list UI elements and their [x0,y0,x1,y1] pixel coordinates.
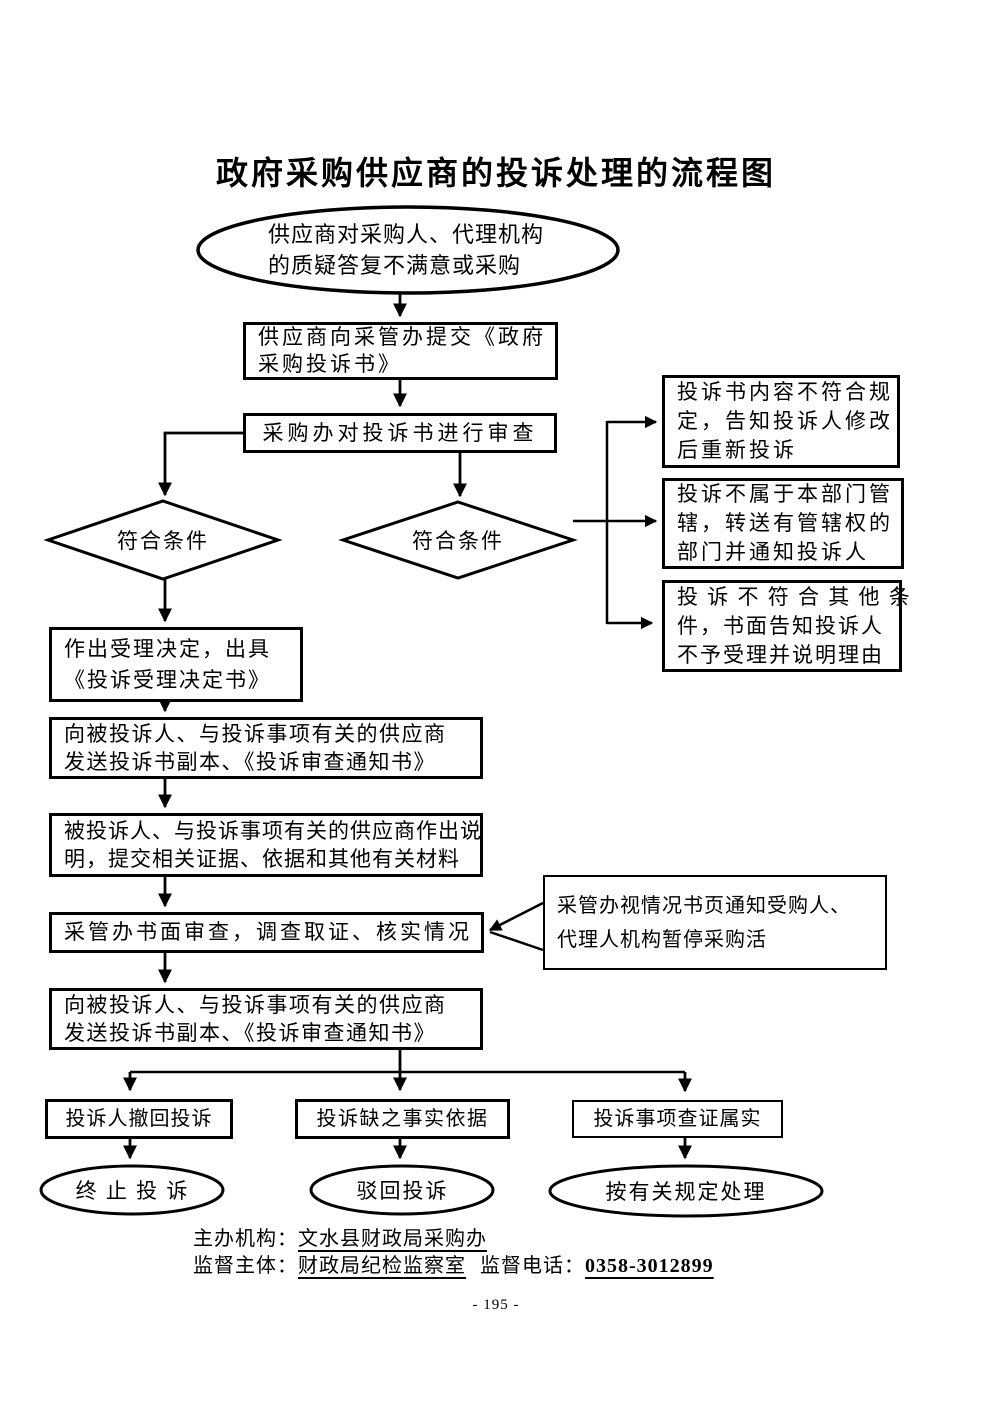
right-diamond-shape [338,500,578,580]
terminate-ellipse-text: 终 止 投 诉 [75,1179,190,1203]
respond-box-line2: 明，提交相关证据、依据和其他有关材料 [64,847,460,871]
send-copy-box-2-line1: 向被投诉人、与投诉事项有关的供应商 [64,993,447,1017]
send-copy-box-2: 向被投诉人、与投诉事项有关的供应商 发送投诉书副本、《投诉审查通知书》 [49,988,483,1050]
terminate-ellipse-shape [39,1164,225,1216]
submit-box: 供应商向采管办提交《政府 采购投诉书》 [243,322,558,380]
investigate-box: 采管办书面审查，调查取证、核实情况 [49,912,484,953]
respond-box: 被投诉人、与投诉事项有关的供应商作出说 明，提交相关证据、依据和其他有关材料 [49,813,483,877]
send-copy-box-1-line2: 发送投诉书副本、《投诉审查通知书》 [64,750,436,774]
page-title: 政府采购供应商的投诉处理的流程图 [215,155,776,191]
callout-wedge-upper [488,901,544,932]
start-ellipse-line2: 的质疑答复不满意或采购 [268,253,522,278]
reject-box-3: 投 诉 不 符 合 其 他 条 件，书面告知投诉人 不予受理并说明理由 [662,580,912,672]
supervisor-label: 监督主体： [193,1255,298,1277]
page-number: - 195 - [472,1297,520,1313]
suspend-note-line2: 代理人机构暂停采购活 [557,928,767,951]
reject-box-1-line3: 后重新投诉 [677,438,797,462]
reject-box-2-line1: 投诉不属于本部门管 [677,482,893,506]
connector-review-to-left-diamond [158,431,243,497]
supervisor-value: 财政局纪检监察室 [298,1255,466,1277]
left-diamond: 符合条件 [48,501,278,579]
review-box-text: 采购办对投诉书进行审查 [262,420,538,445]
footer-supervisor: 监督主体：财政局纪检监察室监督电话：0358-3012899 [193,1249,714,1278]
submit-box-line1: 供应商向采管办提交《政府 [258,325,546,349]
right-diamond-text: 符合条件 [412,529,504,553]
start-ellipse-line1: 供应商对采购人、代理机构 [268,222,545,247]
reject-box-3-line3: 不予受理并说明理由 [677,642,884,667]
phone-value: 0358-3012899 [585,1255,714,1277]
right-diamond: 符合条件 [343,502,573,578]
send-copy-box-1-line1: 向被投诉人、与投诉事项有关的供应商 [64,722,447,746]
no-facts-box: 投诉缺之事实依据 [295,1099,510,1139]
terminate-ellipse: 终 止 投 诉 [42,1167,223,1213]
left-diamond-text: 符合条件 [117,529,209,553]
dismiss-ellipse-shape [309,1164,495,1216]
reject-box-1-line2: 定，告知投诉人修改 [677,409,893,433]
reject-box-2: 投诉不属于本部门管 辖，转送有管辖权的 部门并通知投诉人 [662,478,904,569]
send-copy-box-1: 向被投诉人、与投诉事项有关的供应商 发送投诉书副本、《投诉审查通知书》 [49,717,483,779]
accept-box-line1: 作出受理决定，出具 [64,636,271,661]
reject-box-2-line3: 部门并通知投诉人 [677,540,869,564]
accept-box-line2: 《投诉受理决定书》 [64,667,271,692]
start-ellipse-shape [196,205,620,295]
organizer-label: 主办机构： [193,1228,298,1250]
left-diamond-shape [43,499,283,581]
accept-box: 作出受理决定，出具 《投诉受理决定书》 [49,627,303,702]
start-ellipse: 供应商对采购人、代理机构 的质疑答复不满意或采购 [198,208,618,292]
handle-ellipse-shape [548,1164,824,1218]
submit-box-line2: 采购投诉书》 [258,352,402,376]
phone-label: 监督电话： [480,1255,585,1277]
reject-box-1-line1: 投诉书内容不符合规 [677,380,893,404]
reject-box-3-line1: 投 诉 不 符 合 其 他 条 [677,584,912,609]
investigate-box-text: 采管办书面审查，调查取证、核实情况 [64,920,472,944]
reject-box-2-line2: 辖，转送有管辖权的 [677,511,893,535]
organizer-value: 文水县财政局采购办 [298,1228,487,1250]
reject-box-1: 投诉书内容不符合规 定，告知投诉人修改 后重新投诉 [662,375,900,468]
dismiss-ellipse-text: 驳回投诉 [356,1179,449,1203]
send-copy-box-2-line2: 发送投诉书副本、《投诉审查通知书》 [64,1021,436,1045]
withdraw-box: 投诉人撤回投诉 [45,1099,233,1139]
footer-organizer: 主办机构：文水县财政局采购办 [193,1222,487,1251]
handle-ellipse: 按有关规定处理 [550,1167,822,1215]
reject-box-3-line2: 件，书面告知投诉人 [677,613,884,638]
suspend-note-box: 采管办视情况书页通知受购人、 代理人机构暂停采购活 [543,875,887,970]
withdraw-box-text: 投诉人撤回投诉 [65,1107,213,1130]
verified-box: 投诉事项查证属实 [572,1100,783,1138]
respond-box-line1: 被投诉人、与投诉事项有关的供应商作出说 [64,819,482,843]
handle-ellipse-text: 按有关规定处理 [605,1180,767,1204]
no-facts-box-text: 投诉缺之事实依据 [316,1107,489,1130]
dismiss-ellipse: 驳回投诉 [312,1167,493,1213]
review-box: 采购办对投诉书进行审查 [243,413,557,453]
suspend-note-line1: 采管办视情况书页通知受购人、 [557,894,851,917]
verified-box-text: 投诉事项查证属实 [593,1107,762,1130]
callout-wedge-lower [489,930,544,952]
